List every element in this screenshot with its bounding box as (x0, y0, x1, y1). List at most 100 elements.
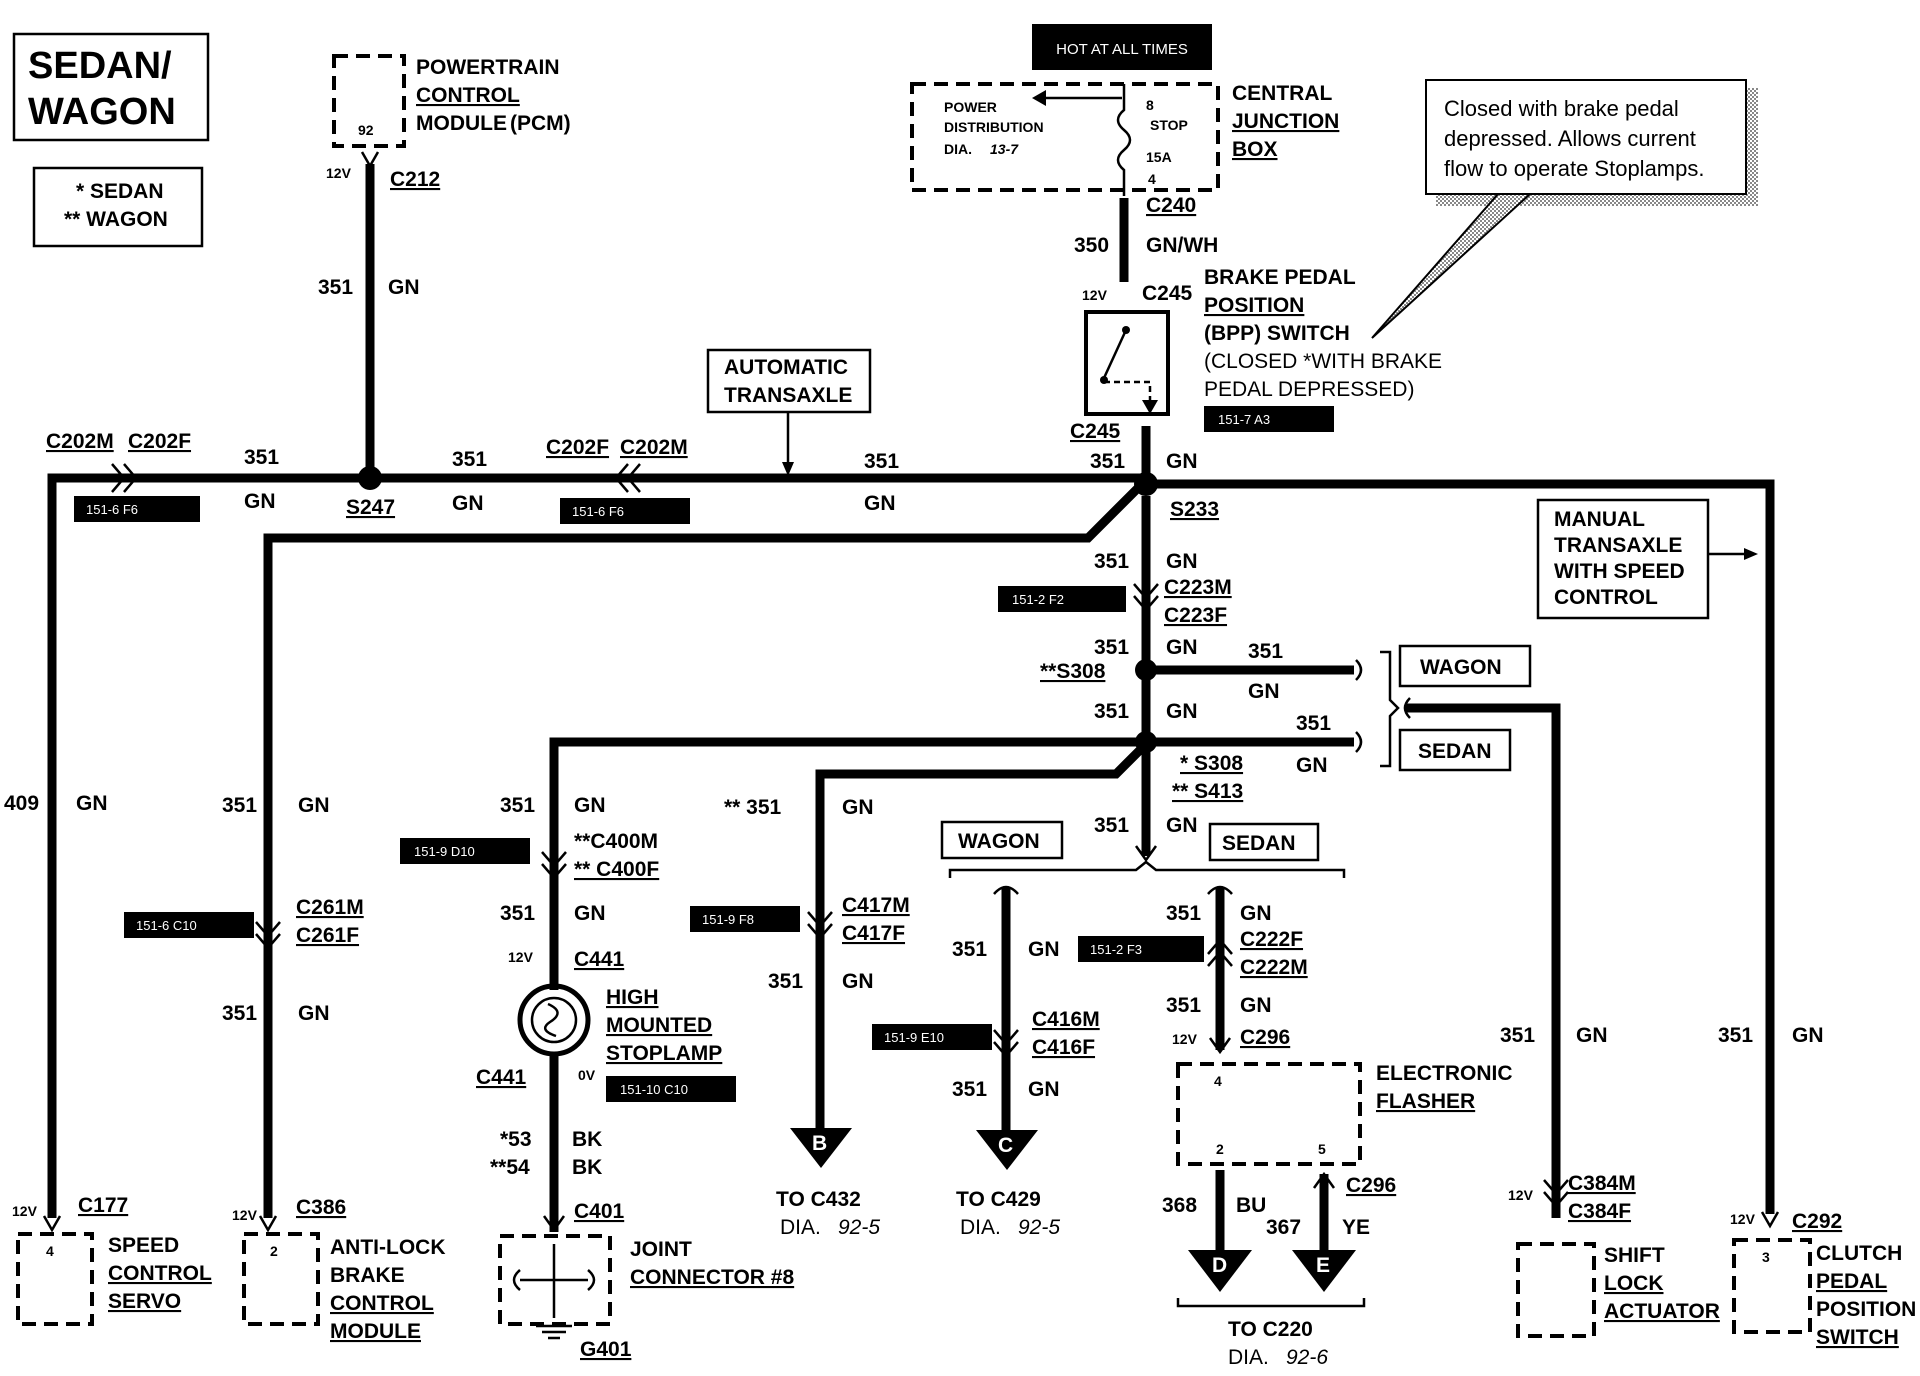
svg-text:DIA.: DIA. (780, 1216, 821, 1239)
svg-text:GN: GN (574, 794, 606, 817)
svg-text:HIGH: HIGH (606, 986, 659, 1009)
svg-text:SEDAN: SEDAN (1222, 832, 1296, 855)
svg-text:351: 351 (1500, 1024, 1535, 1047)
svg-text:WITH SPEED: WITH SPEED (1554, 560, 1685, 583)
abs-wire (263, 476, 1150, 1218)
svg-text:BU: BU (1236, 1194, 1266, 1217)
svg-text:** 351: ** 351 (724, 796, 782, 819)
svg-text:351: 351 (864, 450, 899, 473)
automatic-transaxle-label: AUTOMATIC TRANSAXLE (706, 348, 872, 476)
connector-c400: 151-9 D10 **C400M ** C400F (400, 830, 659, 881)
svg-text:4: 4 (1148, 171, 1156, 187)
svg-text:DISTRIBUTION: DISTRIBUTION (944, 119, 1044, 135)
svg-text:BRAKE: BRAKE (330, 1264, 405, 1287)
svg-text:ANTI-LOCK: ANTI-LOCK (330, 1236, 445, 1259)
svg-text:TO C429: TO C429 (956, 1188, 1041, 1211)
svg-text:12V: 12V (508, 949, 534, 965)
svg-text:351: 351 (452, 448, 487, 471)
svg-text:CENTRAL: CENTRAL (1232, 82, 1332, 105)
svg-text:151-9 E10: 151-9 E10 (884, 1030, 944, 1045)
splice-s247 (358, 466, 382, 490)
svg-text:GN: GN (76, 792, 108, 815)
svg-text:*53: *53 (500, 1128, 532, 1151)
svg-text:GN: GN (842, 796, 874, 819)
title-box: SEDAN/ WAGON (12, 32, 210, 142)
svg-text:151-9 F8: 151-9 F8 (702, 912, 754, 927)
svg-text:GN: GN (244, 490, 276, 513)
svg-text:MOUNTED: MOUNTED (606, 1014, 712, 1037)
svg-text:GN: GN (388, 276, 420, 299)
svg-text:C245: C245 (1142, 282, 1193, 305)
svg-text:CONTROL: CONTROL (108, 1262, 212, 1285)
svg-text:* SEDAN: * SEDAN (76, 180, 164, 203)
svg-text:4: 4 (46, 1243, 54, 1259)
svg-text:4: 4 (1214, 1073, 1222, 1089)
speed-control-servo: 12V C177 4 SPEED CONTROL SERVO (12, 1194, 212, 1326)
svg-text:SHIFT: SHIFT (1604, 1244, 1665, 1267)
svg-text:GN: GN (1248, 680, 1280, 703)
svg-text:CLUTCH: CLUTCH (1816, 1242, 1902, 1265)
svg-text:TRANSAXLE: TRANSAXLE (724, 384, 852, 407)
svg-text:151-9 D10: 151-9 D10 (414, 844, 475, 859)
svg-text:351: 351 (1166, 902, 1201, 925)
svg-text:flow to operate Stoplamps.: flow to operate Stoplamps. (1444, 156, 1704, 181)
svg-text:C222F: C222F (1240, 928, 1303, 951)
svg-text:PEDAL DEPRESSED): PEDAL DEPRESSED) (1204, 378, 1414, 401)
svg-text:C223M: C223M (1164, 576, 1232, 599)
svg-text:351: 351 (1094, 550, 1129, 573)
svg-text:C417M: C417M (842, 894, 910, 917)
hmsl-wire (549, 737, 1146, 990)
svg-text:Closed with brake pedal: Closed with brake pedal (1444, 96, 1679, 121)
svg-text:POWER: POWER (944, 99, 997, 115)
svg-text:92-5: 92-5 (1018, 1216, 1060, 1239)
c432-wire (815, 740, 1150, 1128)
svg-text:S247: S247 (346, 496, 395, 519)
svg-text:151-7 A3: 151-7 A3 (1218, 412, 1270, 427)
svg-text:C292: C292 (1792, 1210, 1842, 1233)
svg-text:C296: C296 (1240, 1026, 1290, 1049)
svg-text:GN: GN (1166, 700, 1198, 723)
svg-text:TO C220: TO C220 (1228, 1318, 1313, 1341)
svg-text:3: 3 (1762, 1249, 1770, 1265)
svg-text:GN: GN (452, 492, 484, 515)
svg-text:PEDAL: PEDAL (1816, 1270, 1887, 1293)
svg-text:351: 351 (768, 970, 803, 993)
svg-text:C296: C296 (1346, 1174, 1396, 1197)
svg-text:351: 351 (222, 794, 257, 817)
electronic-flasher: 12V C296 4 2 5 ELECTRONIC FLASHER (1172, 1026, 1513, 1166)
svg-text:0V: 0V (578, 1067, 596, 1083)
svg-text:C202F: C202F (546, 436, 609, 459)
svg-text:12V: 12V (1172, 1031, 1198, 1047)
svg-text:GN: GN (1166, 450, 1198, 473)
svg-text:GN: GN (864, 492, 896, 515)
svg-text:ELECTRONIC: ELECTRONIC (1376, 1062, 1513, 1085)
svg-text:SPEED: SPEED (108, 1234, 179, 1257)
wagon-box-lower (940, 820, 1064, 860)
svg-text:** C400F: ** C400F (574, 858, 659, 881)
svg-text:C386: C386 (296, 1196, 346, 1219)
svg-text:C384M: C384M (1568, 1172, 1636, 1195)
svg-text:POSITION: POSITION (1816, 1298, 1916, 1321)
svg-text:** WAGON: ** WAGON (64, 208, 168, 231)
svg-text:MODULE: MODULE (416, 112, 507, 135)
high-mounted-stoplamp: 12V C441 HIGH MOUNTED STOPLAMP C441 0V 1… (476, 948, 736, 1102)
svg-text:AUTOMATIC: AUTOMATIC (724, 356, 848, 379)
svg-text:151-6 C10: 151-6 C10 (136, 918, 197, 933)
svg-text:** S413: ** S413 (1172, 780, 1243, 803)
svg-text:GN/WH: GN/WH (1146, 234, 1218, 257)
svg-text:POSITION: POSITION (1204, 294, 1304, 317)
svg-text:151-2 F2: 151-2 F2 (1012, 592, 1064, 607)
svg-text:351: 351 (1094, 700, 1129, 723)
svg-text:12V: 12V (326, 165, 352, 181)
svg-text:151-10 C10: 151-10 C10 (620, 1082, 688, 1097)
manual-transaxle-wire (1146, 479, 1775, 1214)
svg-text:C441: C441 (574, 948, 625, 971)
svg-text:351: 351 (222, 1002, 257, 1025)
svg-text:WAGON: WAGON (28, 91, 176, 133)
hot-at-all-times-banner: HOT AT ALL TIMES (1032, 24, 1212, 70)
connector-c417: 151-9 F8 C417M C417F (690, 894, 910, 945)
svg-text:C416F: C416F (1032, 1036, 1095, 1059)
splice-s233 (1134, 472, 1158, 496)
svg-text:12V: 12V (1730, 1211, 1756, 1227)
